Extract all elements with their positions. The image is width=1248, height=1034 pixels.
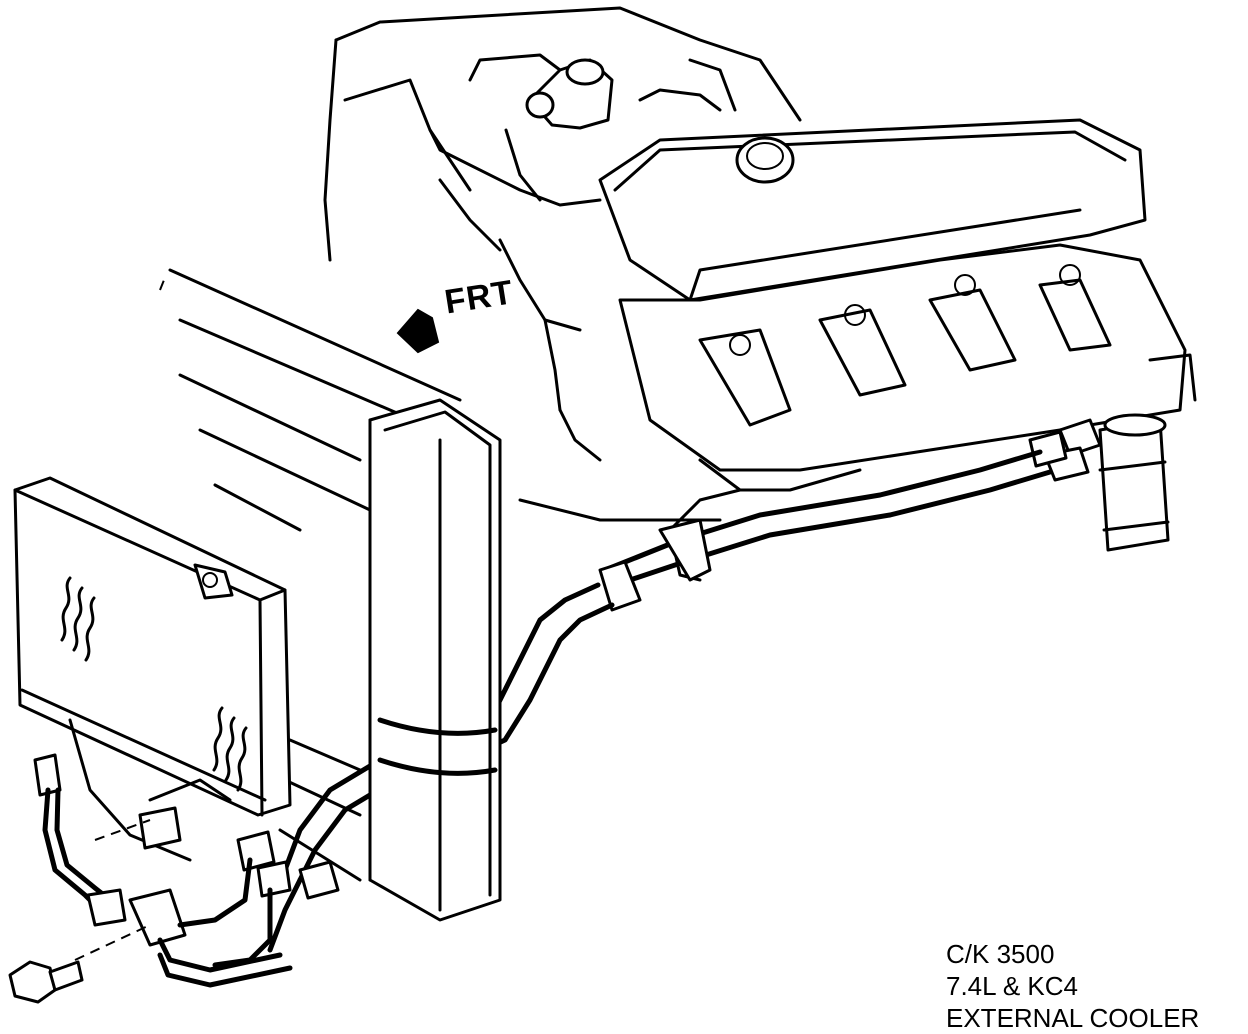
caption-model: C/K 3500 — [946, 939, 1055, 969]
engine-block — [323, 6, 802, 522]
filter-adapter-fittings — [1028, 418, 1102, 482]
lower-lines — [33, 753, 340, 988]
external-cooler — [13, 476, 292, 862]
radiator-tank — [368, 398, 502, 922]
oil-filter — [1098, 413, 1170, 552]
diagram-caption: C/K 3500 7.4L & KC4 EXTERNAL COOLER — [946, 938, 1199, 1034]
heat-symbol-icon — [60, 576, 96, 662]
mounting-bolt — [8, 960, 84, 1004]
front-direction-arrow-icon — [396, 308, 440, 354]
caption-title: EXTERNAL COOLER — [946, 1003, 1200, 1033]
valve-cover — [598, 118, 1147, 302]
heat-symbol-icon — [212, 706, 248, 792]
caption-engine: 7.4L & KC4 — [946, 971, 1079, 1001]
exhaust-manifold — [618, 243, 1197, 492]
assembly-guide-lines — [74, 279, 165, 961]
